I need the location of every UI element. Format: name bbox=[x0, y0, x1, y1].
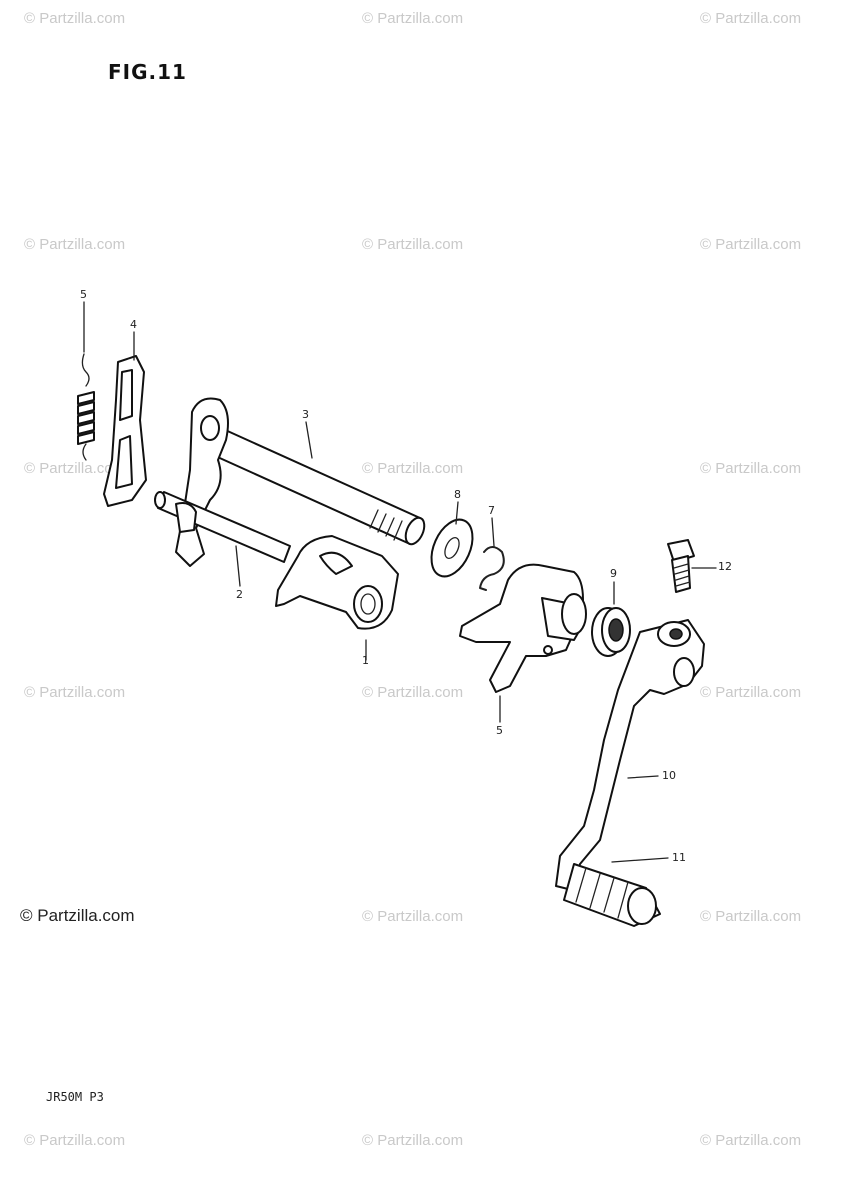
gear-shift-lever-part bbox=[555, 619, 705, 891]
copyright-notice: © Partzilla.com bbox=[20, 906, 135, 925]
watermark: © Partzilla.com bbox=[362, 1132, 464, 1149]
watermark: © Partzilla.com bbox=[24, 684, 126, 701]
callout-label: 10 bbox=[662, 769, 676, 782]
plate-part bbox=[103, 355, 147, 507]
spring-part bbox=[77, 353, 95, 461]
callout-label: 2 bbox=[236, 588, 243, 601]
callout-label: 5 bbox=[496, 724, 503, 737]
shift-cam-part bbox=[275, 535, 399, 630]
watermark: © Partzilla.com bbox=[24, 460, 126, 477]
callout-label: 4 bbox=[130, 318, 137, 331]
watermark: © Partzilla.com bbox=[362, 460, 464, 477]
washer-part bbox=[430, 518, 474, 578]
shift-rod-part bbox=[154, 491, 291, 563]
watermark: © Partzilla.com bbox=[700, 236, 802, 253]
callout-label: 11 bbox=[672, 851, 686, 864]
watermark: © Partzilla.com bbox=[700, 684, 802, 701]
callout-label: 12 bbox=[718, 560, 732, 573]
shift-arm-part bbox=[459, 563, 587, 693]
callout-label: 3 bbox=[302, 408, 309, 421]
model-code: JR50M P3 bbox=[46, 1090, 104, 1104]
watermark: © Partzilla.com bbox=[24, 236, 126, 253]
watermark: © Partzilla.com bbox=[24, 1132, 126, 1149]
watermark: © Partzilla.com bbox=[700, 460, 802, 477]
callout-label: 9 bbox=[610, 567, 617, 580]
callout-label: 8 bbox=[454, 488, 461, 501]
clip-part bbox=[479, 546, 505, 591]
watermark: © Partzilla.com bbox=[700, 908, 802, 925]
callout-label: 7 bbox=[488, 504, 495, 517]
watermark: © Partzilla.com bbox=[700, 1132, 802, 1149]
oil-seal-part bbox=[591, 607, 631, 657]
figure-title: FIG.11 bbox=[108, 60, 187, 84]
watermark: © Partzilla.com bbox=[362, 236, 464, 253]
lever-rubber-part bbox=[563, 863, 661, 927]
watermark: © Partzilla.com bbox=[362, 908, 464, 925]
watermark: © Partzilla.com bbox=[700, 10, 802, 27]
gear-shift-shaft-part bbox=[175, 397, 426, 567]
watermark: © Partzilla.com bbox=[362, 684, 464, 701]
callout-label: 1 bbox=[362, 654, 369, 667]
watermark: © Partzilla.com bbox=[24, 10, 126, 27]
callout-label: 5 bbox=[80, 288, 87, 301]
bolt-part bbox=[667, 539, 695, 593]
watermark: © Partzilla.com bbox=[362, 10, 464, 27]
leader-lines bbox=[83, 301, 717, 863]
